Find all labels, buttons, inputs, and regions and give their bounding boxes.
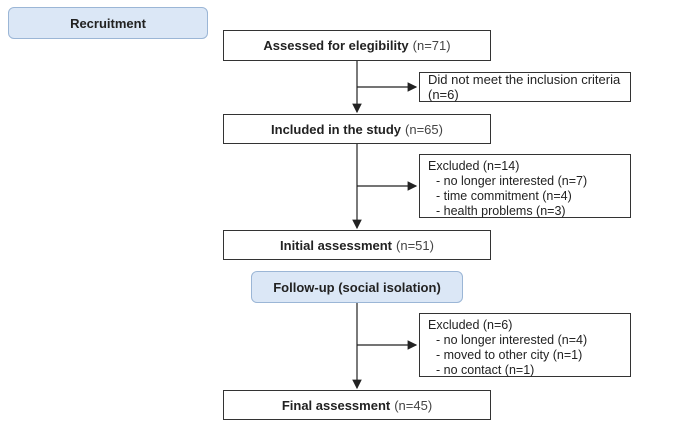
assessed-box: Assessed for elegibility (n=71) (223, 30, 491, 61)
recruitment-label: Recruitment (8, 7, 208, 39)
initial-count: (n=51) (396, 237, 434, 253)
assessed-count: (n=71) (412, 38, 451, 53)
excluded-1-item: - health problems (n=3) (436, 204, 566, 218)
initial-label: Initial assessment (280, 237, 393, 253)
final-count: (n=45) (394, 397, 433, 413)
excluded-1-item: - time commitment (n=4) (436, 189, 572, 203)
followup-label: Follow-up (social isolation) (251, 271, 463, 303)
included-count: (n=65) (405, 121, 443, 137)
excluded-1-item: - no longer interested (n=7) (436, 174, 588, 188)
initial-box: Initial assessment (n=51) (223, 230, 491, 260)
excluded-2-item: - no contact (n=1) (436, 363, 535, 377)
excluded-2-box: Excluded (n=6) - no longer interested (n… (419, 313, 631, 377)
excluded-2-item: - moved to other city (n=1) (436, 348, 583, 362)
not-met-text: Did not meet the inclusion criteria (n=6… (428, 72, 621, 102)
excluded-1-box: Excluded (n=14) - no longer interested (… (419, 154, 631, 218)
not-met-box: Did not meet the inclusion criteria (n=6… (419, 72, 631, 102)
excluded-2-item: - no longer interested (n=4) (436, 333, 588, 347)
excluded-2-title: Excluded (n=6) (428, 318, 513, 332)
included-label: Included in the study (271, 121, 402, 137)
final-label: Final assessment (281, 397, 391, 413)
excluded-1-title: Excluded (n=14) (428, 159, 520, 173)
assessed-label: Assessed for elegibility (263, 38, 409, 53)
included-box: Included in the study (n=65) (223, 114, 491, 144)
final-box: Final assessment (n=45) (223, 390, 491, 420)
